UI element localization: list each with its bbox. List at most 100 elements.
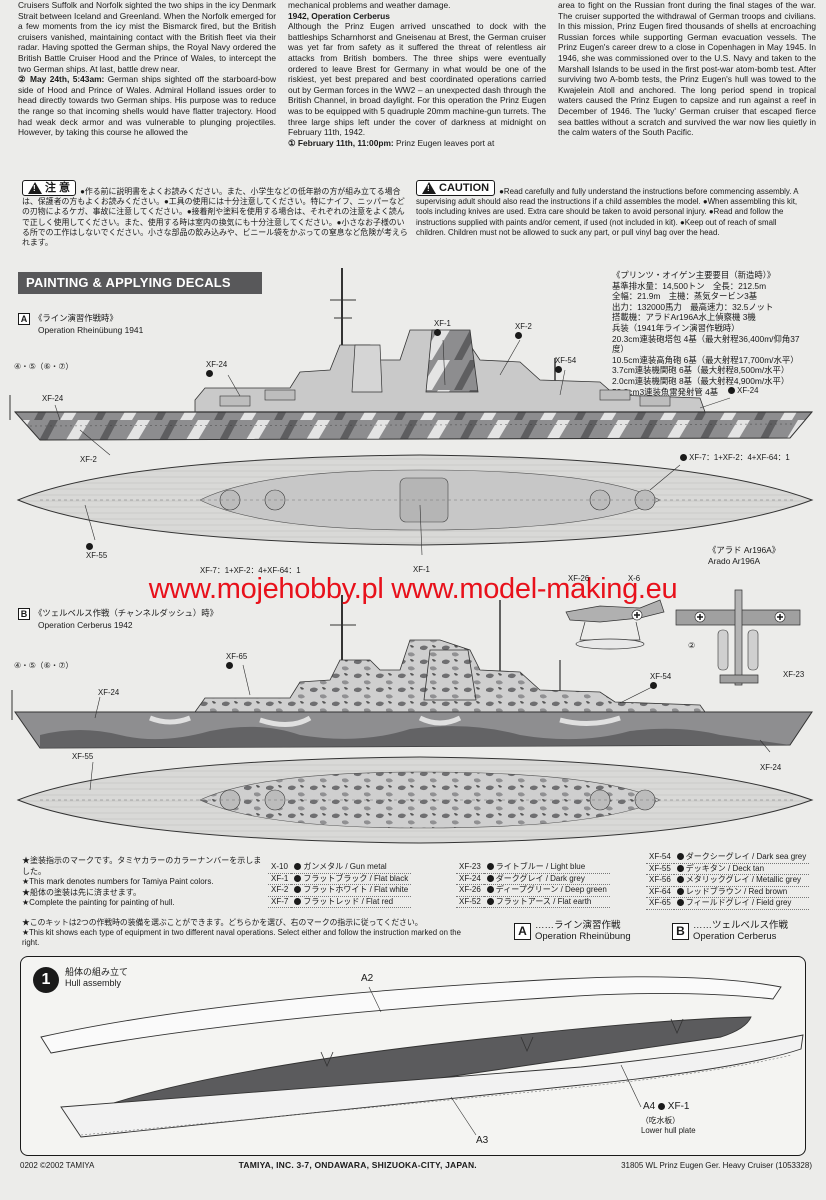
callout-text: XF-2 [80,455,97,464]
paint-dot-icon [206,370,213,378]
paint-legend: ★塗装指示のマークです。タミヤカラーのカラーナンバーを示しました。 ★This … [22,852,812,942]
paint-dot-icon [226,662,233,670]
paint-code: XF-54 [646,852,674,864]
paint-dot-icon [676,864,684,872]
paint-dot-icon [676,887,684,895]
paint-name: フラットホワイト / Flat white [303,885,409,894]
part-a4-color: XF-1 [667,1101,690,1112]
operation-a-badge: A [18,313,30,325]
paint-dot-icon [650,682,657,690]
specs-line: 20.3cm連装砲塔包 4基（最大射程36,400m/仰角37度） [612,333,800,355]
callout-leaders [54,339,771,791]
paint-dot-icon [658,1102,666,1110]
paint-name: フラットブラック / Flat black [303,873,409,883]
paint-name: レッドブラウン / Red brown [685,886,788,896]
paint-name-cell: デッキタン / Deck tan [673,863,810,875]
paint-dot-icon [434,329,441,337]
paint-dot-icon [294,886,302,893]
callout-xf24-bow: XF-24 [42,394,63,403]
paint-name-cell: フラットブラック / Flat black [291,873,412,885]
part-a4-desc: （吃水板） Lower hull plate [641,1115,696,1135]
caution-en: CAUTION●Read carefully and fully underst… [416,180,804,254]
step-number: 1 [33,967,59,993]
paint-code: X-10 [268,862,292,874]
caution-jp-title: 注 意 [45,181,71,194]
caution-jp-badge: 注 意 [22,180,77,196]
operation-b-key-badge: B [672,922,689,940]
history-heading: ① February 11th, 11:00pm: [288,137,394,148]
paint-name-cell: フラットホワイト / Flat white [291,884,412,897]
callout-xf1: XF-1 [434,319,451,337]
paint-name-cell: フラットアース / Flat earth [483,896,610,908]
history-heading: 1942, Operation Cerberus [288,10,390,21]
arado-label: 《アラド Ar196A》 Arado Ar196A [708,545,780,566]
paint-dot-icon [680,454,687,462]
warning-icon [28,182,42,194]
legend-note: ★船体の塗装は先に済ませます。 [22,887,141,897]
step-1-hull-assembly: 1 船体の組み立て Hull assembly A2 A3 A4 XF-1 [20,956,806,1156]
specs-line: 3.7cm連装機関砲 6基（最大射程8,500m/水平） [612,365,790,376]
paint-name-cell: ダークグレイ / Dark grey [483,873,610,885]
paint-code: XF-65 [646,897,674,910]
paint-name: ダークシーグレイ / Dark sea grey [685,852,807,861]
callout-xf24: XF-24 [206,360,227,378]
choice-jp: ★このキットは2つの作戦時の装備を選ぶことができます。どちらかを選び、右のマーク… [22,918,423,927]
callout-xf1-deck: XF-1 [413,565,430,574]
part-a4-en: Lower hull plate [641,1126,696,1135]
paint-code: XF-52 [456,896,484,908]
callout-xf55: XF-55 [86,542,107,560]
specs-line: 兵装（1941年ライン演習作戦時） [612,322,740,333]
paint-name-cell: メタリックグレイ / Metallic grey [673,874,810,887]
part-a4-number: A4 [643,1101,656,1112]
paint-dot-icon [728,387,735,395]
specs-line: 2.0cm連装機関砲 8基（最大射程4,900m/水平） [612,375,790,386]
paint-dot-icon [294,874,302,882]
operation-b-jp: 《ツェルベルス作戦（チャンネルダッシュ）時》 [34,608,218,619]
part-a3-label: A3 [476,1135,489,1146]
operation-b-badge: B [18,608,30,620]
callout-b-xf24: XF-24 [98,688,119,697]
callout-mix-bow: XF-7：1+XF-2：4+XF-64：1 [200,565,301,576]
paint-code: XF-1 [268,873,292,885]
callout-xf24-stern: XF-24 [728,386,758,395]
legend-note: ★塗装指示のマークです。タミヤカラーのカラーナンバーを示しました。 [22,856,262,876]
paint-code: XF-24 [456,873,484,885]
specs-line: 搭載機：アラドAr196A水上偵察機 3機 [612,312,756,323]
legend-row: XF-1 フラットブラック / Flat black [268,873,412,885]
callout-xf2-hull: XF-2 [80,455,97,464]
arado-en: Arado Ar196A [708,555,761,566]
paint-dot-icon [294,897,302,905]
arado-jp: 《アラド Ar196A》 [708,545,781,555]
watermark: www.mojehobby.pl www.model-making.eu [148,573,678,605]
operation-b-label: B《ツェルベルス作戦（チャンネルダッシュ）時》 Operation Cerber… [18,608,218,631]
caution-jp-text: ●作る前に説明書をよくお読みください。また、小学生などの低年齢の方が組み立てる場… [22,187,408,248]
caution-jp: 注 意●作る前に説明書をよくお読みください。また、小学生などの低年齢の方が組み立… [22,180,410,254]
history-column-1: Cruisers Suffolk and Norfolk sighted the… [18,0,276,172]
paint-dot-icon [86,543,93,551]
callout-b-xf65: XF-65 [226,652,247,670]
section-title: PAINTING & APPLYING DECALS [18,272,262,294]
paint-name: ダークグレイ / Dark grey [495,873,585,883]
paint-name: ライトブルー / Light blue [495,862,586,871]
paint-name: デッキタン / Deck tan [685,863,765,873]
paint-name-cell: ガンメタル / Gun metal [291,862,412,874]
specs-line: 10.5cm連装高角砲 6基（最大射程17,700m/水平） [612,354,799,365]
operation-a-key-badge: A [514,922,531,940]
warning-icon [422,182,436,194]
paint-name-cell: レッドブラウン / Red brown [673,886,810,898]
paint-dot-icon [486,886,494,893]
caution-en-text: ●Read carefully and fully understand the… [416,187,799,237]
callout-text: XF-24 [737,386,759,395]
paint-code: XF-64 [646,886,674,898]
paint-dot-icon [294,863,302,870]
callout-text: XF-54 [650,672,672,681]
callout-text: XF-2 [515,322,532,331]
